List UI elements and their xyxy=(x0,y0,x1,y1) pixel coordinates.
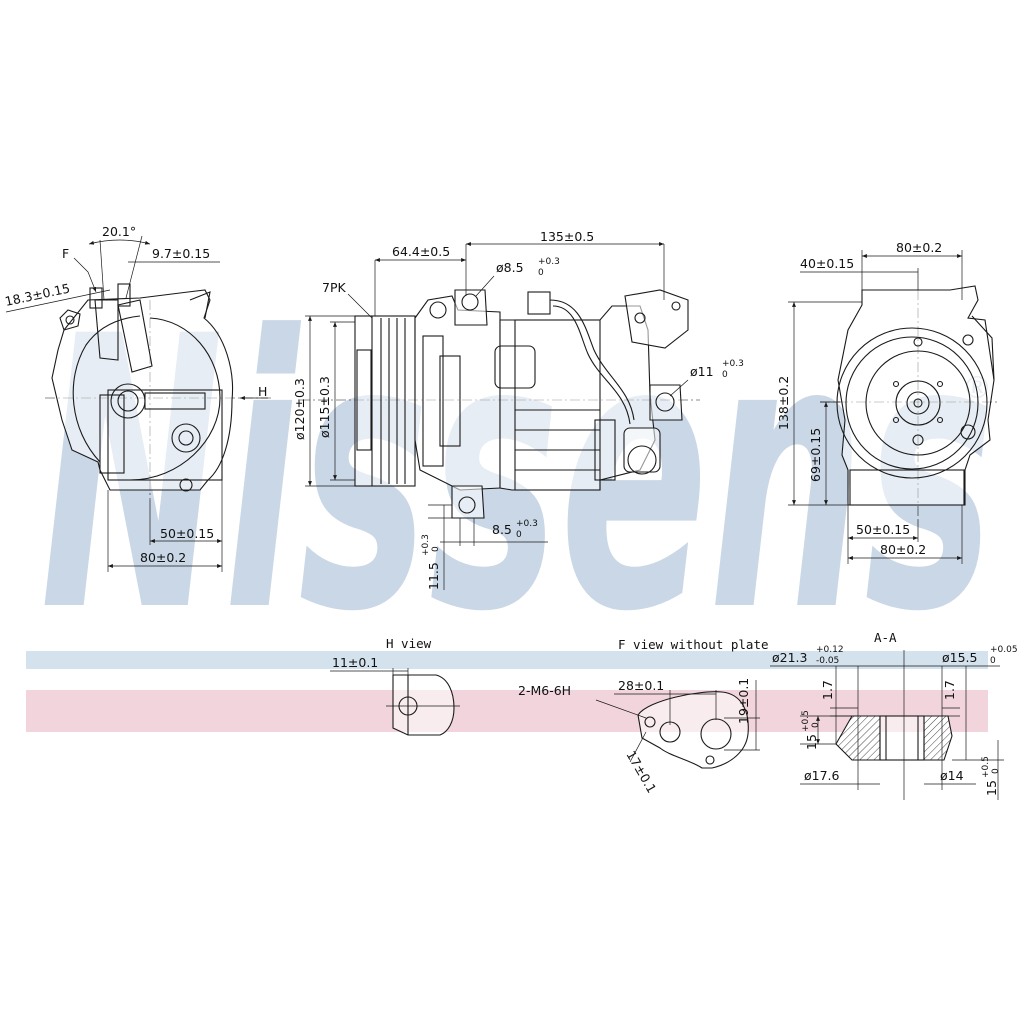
dim-11-5: 11.5 xyxy=(426,562,441,590)
svg-text:0: 0 xyxy=(990,656,996,666)
svg-text:0: 0 xyxy=(516,530,522,540)
svg-text:+0.5: +0.5 xyxy=(801,710,811,732)
h-view-part xyxy=(392,674,455,736)
dim-19: 19±0.1 xyxy=(736,678,751,724)
h-view-title: H view xyxy=(386,636,432,651)
dim-d14: ø14 xyxy=(940,768,964,783)
f-view-label: F xyxy=(62,246,69,261)
dim-40: 40±0.15 xyxy=(800,256,854,271)
dim-d15-5: ø15.5 xyxy=(942,650,977,665)
f-view: F view without plate 2-M6-6H 28±0.1 19±0… xyxy=(518,637,769,796)
dim-138: 138±0.2 xyxy=(776,376,791,430)
section-title: A-A xyxy=(874,630,897,645)
dim-50-side: 50±0.15 xyxy=(160,526,214,541)
dim-d8-5-top: ø8.5 xyxy=(496,260,524,275)
dim-80-rear-top: 80±0.2 xyxy=(896,240,942,255)
svg-text:0: 0 xyxy=(811,722,821,728)
dim-80-side: 80±0.2 xyxy=(140,550,186,565)
dim-1-7-left: 1.7 xyxy=(820,680,835,700)
svg-text:-0.05: -0.05 xyxy=(816,656,839,666)
section-channel xyxy=(879,715,925,761)
h-view-label: H xyxy=(258,384,267,399)
connector xyxy=(527,291,551,315)
rear-view: 80±0.2 40±0.15 138±0.2 69±0.15 50±0.15 8… xyxy=(776,240,1000,564)
dim-d11: ø11 xyxy=(690,364,714,379)
dim-9-7: 9.7±0.15 xyxy=(152,246,210,261)
section-right-hatch xyxy=(923,715,953,761)
side-view: 20.1° F 9.7±0.15 18.3±0.15 H 50±0.15 80±… xyxy=(4,224,272,572)
svg-text:+0.3: +0.3 xyxy=(722,359,744,369)
dim-50-rear: 50±0.15 xyxy=(856,522,910,537)
pulley xyxy=(354,315,416,487)
dim-1-7-right: 1.7 xyxy=(942,680,957,700)
dim-8-5-bot: 8.5 xyxy=(492,522,512,537)
dim-11-h: 11±0.1 xyxy=(332,655,378,670)
svg-text:+0.05: +0.05 xyxy=(990,645,1018,655)
dim-d17-6: ø17.6 xyxy=(804,768,840,783)
dim-28: 28±0.1 xyxy=(618,678,664,693)
svg-text:0: 0 xyxy=(991,768,1001,774)
top-ear xyxy=(454,289,488,326)
svg-text:+0.12: +0.12 xyxy=(816,645,844,655)
dim-d21-3: ø21.3 xyxy=(772,650,807,665)
svg-text:0: 0 xyxy=(722,370,728,380)
f-view-plate xyxy=(637,691,749,769)
dim-64-4: 64.4±0.5 xyxy=(392,244,450,259)
side-port xyxy=(649,384,683,421)
bottom-ear xyxy=(451,485,485,519)
sensor xyxy=(623,427,661,473)
svg-text:0: 0 xyxy=(538,268,544,278)
dim-d115: ø115±0.3 xyxy=(317,376,332,438)
dim-15-right: 15 xyxy=(984,780,999,796)
svg-text:0: 0 xyxy=(431,546,441,552)
thread-label: 2-M6-6H xyxy=(518,683,571,698)
dim-135: 135±0.5 xyxy=(540,229,594,244)
svg-text:+0.3: +0.3 xyxy=(538,257,560,267)
dim-17: 17±0.1 xyxy=(623,748,659,796)
dim-d120: ø120±0.3 xyxy=(292,378,307,440)
angle-label: 20.1° xyxy=(102,224,136,239)
watermark-band-blue xyxy=(26,651,988,669)
svg-text:+0.3: +0.3 xyxy=(421,534,431,556)
belt-profile: 7PK xyxy=(322,280,346,295)
dim-80-rear-bot: 80±0.2 xyxy=(880,542,926,557)
f-view-title: F view without plate xyxy=(618,637,769,652)
section-a-a: A-A ø21.3 +0.12 -0.05 ø15.5 +0.05 0 1.7 … xyxy=(770,630,1018,800)
h-view: H view 11±0.1 xyxy=(330,636,460,736)
dim-15-left: 15 xyxy=(804,734,819,750)
dim-69: 69±0.15 xyxy=(808,428,823,482)
svg-text:+0.3: +0.3 xyxy=(516,519,538,529)
watermark-band-pink xyxy=(26,690,988,732)
front-view: 135±0.5 64.4±0.5 7PK ø8.5 +0.3 0 ø11 +0.… xyxy=(292,229,744,590)
svg-text:+0.5: +0.5 xyxy=(981,756,991,778)
